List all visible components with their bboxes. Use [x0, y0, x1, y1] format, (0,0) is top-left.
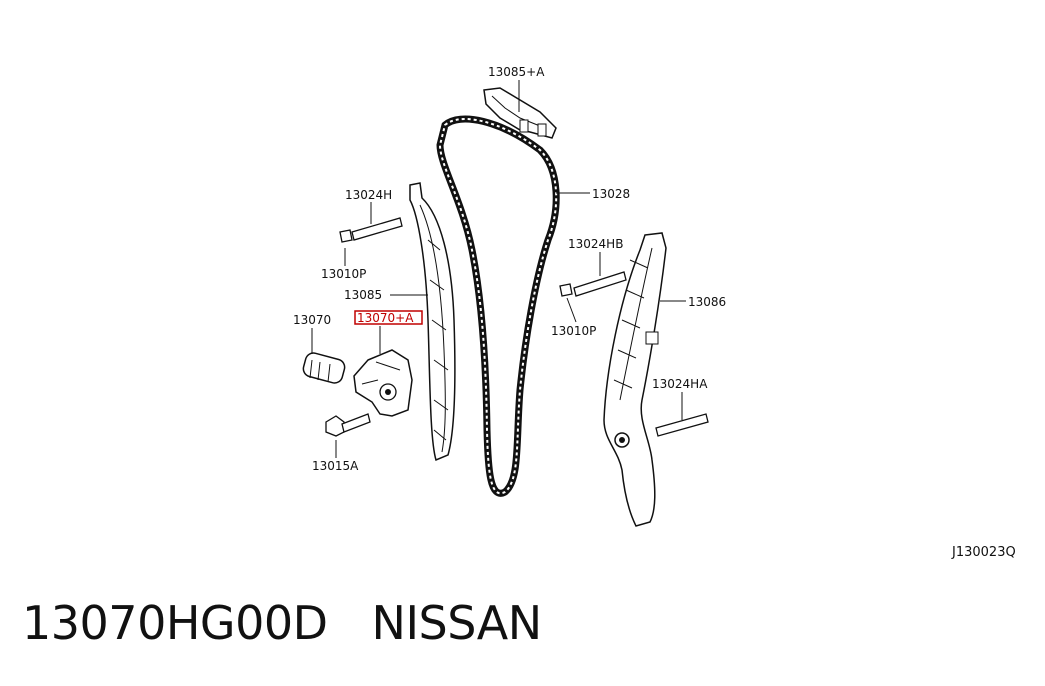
label-bolt-left: 13024H	[345, 188, 392, 202]
timing-chain-icon	[436, 115, 560, 497]
tensioner-bolt-icon	[325, 413, 371, 437]
upper-chain-guide-icon	[483, 87, 557, 139]
label-tensioner-highlight[interactable]: 13070+A	[357, 311, 414, 325]
leader-lines	[311, 80, 686, 458]
pivot-bolt-left-icon	[339, 217, 403, 243]
pivot-bolt-right-upper-icon	[559, 271, 627, 297]
label-guide-left: 13085	[344, 288, 382, 302]
reference-code: J130023Q	[951, 545, 1016, 560]
label-tensioner-body: 13070	[293, 313, 331, 327]
tensioner-body-icon	[353, 349, 413, 417]
brand-name: NISSAN	[371, 596, 543, 650]
highlight-box	[354, 310, 423, 325]
label-washer-left: 13010P	[321, 267, 366, 281]
part-caption: 13070HG00D NISSAN	[22, 596, 586, 650]
label-bolt-right-lower: 13024HA	[652, 377, 708, 391]
left-chain-guide-icon	[409, 182, 456, 462]
label-chain: 13028	[592, 187, 630, 201]
right-chain-guide-icon	[603, 232, 667, 527]
pivot-bolt-right-lower-icon	[655, 413, 709, 437]
part-number: 13070HG00D	[22, 596, 328, 650]
label-washer-right: 13010P	[551, 324, 596, 338]
label-bolt-right-upper: 13024HB	[568, 237, 623, 251]
label-bolt-tensioner: 13015A	[312, 459, 359, 473]
tensioner-plunger-icon	[302, 352, 346, 384]
label-upper-guide: 13085+A	[488, 65, 545, 79]
label-guide-right: 13086	[688, 295, 726, 309]
